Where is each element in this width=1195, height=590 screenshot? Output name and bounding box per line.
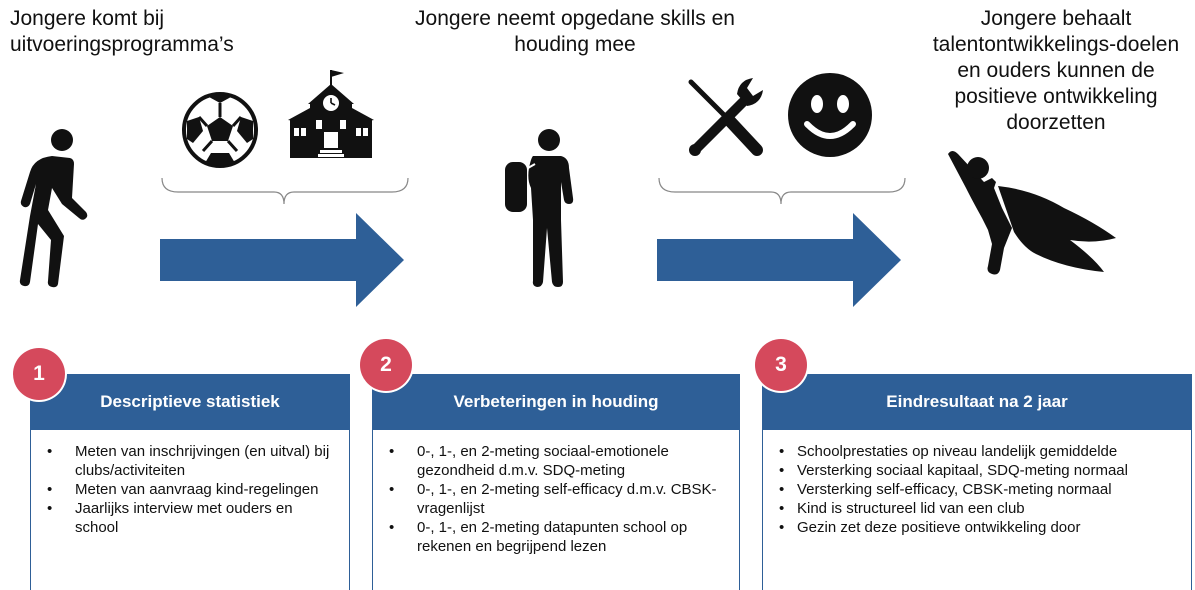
- list-item: Jaarlijks interview met ouders en school: [43, 499, 337, 537]
- list-item: Versterking self-efficacy, CBSK-meting n…: [775, 480, 1179, 499]
- tools-icon: [688, 78, 763, 156]
- step1-headline: Jongere komt bij uitvoeringsprogramma’s: [10, 7, 234, 56]
- box1-list: Meten van inschrijvingen (en uitval) bij…: [43, 442, 337, 537]
- box-attitude-improvements: Verbeteringen in houding 0-, 1-, en 2-me…: [372, 374, 740, 590]
- arrow-2: [657, 213, 901, 307]
- smiley-icon: [788, 73, 872, 157]
- list-item: Gezin zet deze positieve ontwikkeling do…: [775, 518, 1179, 537]
- box1-title: Descriptieve statistiek: [30, 374, 350, 430]
- brace-1: [161, 177, 409, 205]
- superhero-icon: [948, 151, 1116, 275]
- school-icon: [288, 70, 374, 158]
- box2-title: Verbeteringen in houding: [372, 374, 740, 430]
- box3-title: Eindresultaat na 2 jaar: [762, 374, 1192, 430]
- list-item: Versterking sociaal kapitaal, SDQ-meting…: [775, 461, 1179, 480]
- list-item: 0-, 1-, en 2-meting sociaal-emotionele g…: [385, 442, 727, 480]
- step3-headline: Jongere behaalt talentontwikkelings-doel…: [932, 7, 1180, 134]
- list-item: Meten van inschrijvingen (en uitval) bij…: [43, 442, 337, 480]
- brace-2: [658, 177, 906, 205]
- list-item: Schoolprestaties op niveau landelijk gem…: [775, 442, 1179, 461]
- step-number-badge-1: 1: [13, 348, 65, 400]
- box2-list: 0-, 1-, en 2-meting sociaal-emotionele g…: [385, 442, 727, 556]
- step-number-badge-3: 3: [755, 339, 807, 391]
- box-end-result: Eindresultaat na 2 jaar Schoolprestaties…: [762, 374, 1192, 590]
- arrow-1: [160, 213, 404, 307]
- step-number-badge-2: 2: [360, 339, 412, 391]
- list-item: Kind is structureel lid van een club: [775, 499, 1179, 518]
- soccer-ball-icon: [182, 92, 258, 168]
- step2-headline: Jongere neemt opgedane skills en houding…: [415, 7, 735, 56]
- list-item: 0-, 1-, en 2-meting datapunten school op…: [385, 518, 727, 556]
- walking-person-icon: [19, 129, 88, 288]
- list-item: 0-, 1-, en 2-meting self-efficacy d.m.v.…: [385, 480, 727, 518]
- list-item: Meten van aanvraag kind-regelingen: [43, 480, 337, 499]
- student-backpack-icon: [505, 129, 574, 287]
- box-descriptive-statistics: Descriptieve statistiek Meten van inschr…: [30, 374, 350, 590]
- box3-list: Schoolprestaties op niveau landelijk gem…: [775, 442, 1179, 537]
